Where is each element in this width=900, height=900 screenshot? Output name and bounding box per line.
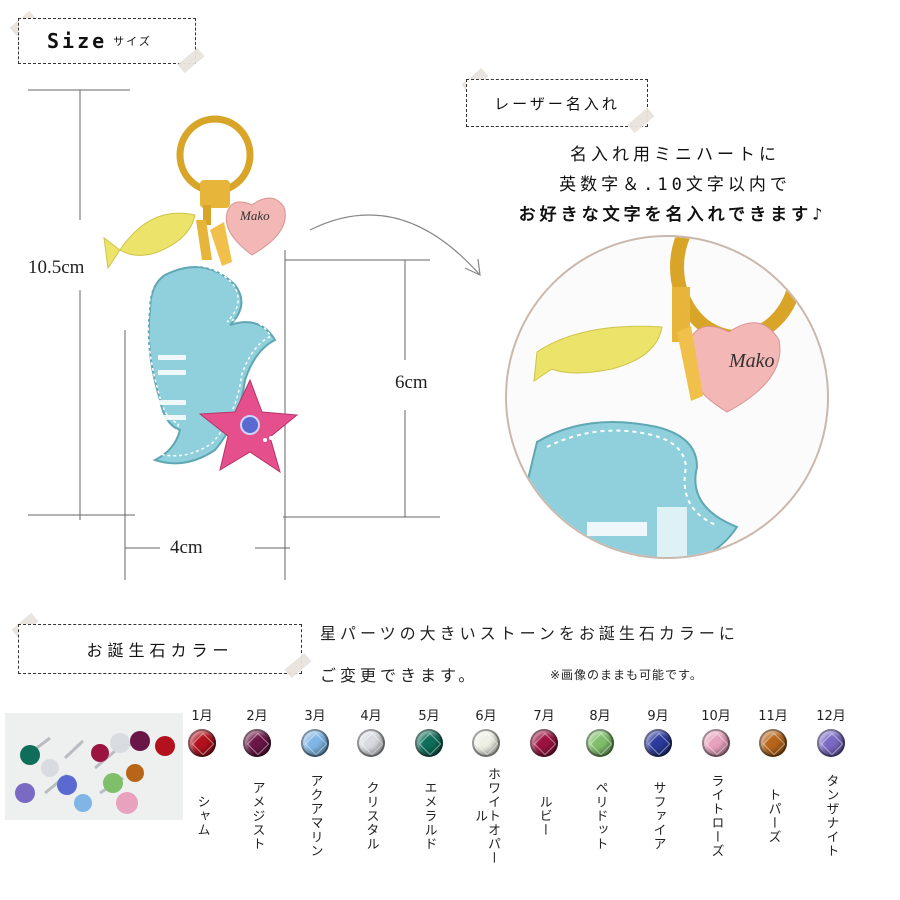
stone-name: ホワイトオパール <box>472 767 500 865</box>
stone-month: 10月 <box>701 709 731 724</box>
zoom-detail-circle: Mako <box>505 235 829 559</box>
arrow-icon <box>309 214 481 277</box>
stone-swatch <box>759 729 787 757</box>
laser-line-2: 英数字＆.10文字以内で <box>559 175 791 195</box>
size-diagram: Mako <box>28 89 440 580</box>
stone-month: 3月 <box>304 709 326 724</box>
fish-charm <box>103 212 196 270</box>
stone-month: 2月 <box>246 709 268 724</box>
stone-name: エメラルド <box>421 781 437 851</box>
stone-name: アメジスト <box>249 781 265 851</box>
stone-name: タンザナイト <box>823 774 839 858</box>
stone-name: ライトローズ <box>708 774 724 858</box>
birthstone-item: 11月 トパーズ <box>745 705 801 871</box>
stone-month: 8月 <box>589 709 611 724</box>
stone-swatch <box>817 729 845 757</box>
birthstone-item: 6月 ホワイトオパール <box>458 705 514 871</box>
birthstone-desc-2: ご変更できます。 <box>320 666 479 685</box>
heart-engraving: Mako <box>239 208 270 223</box>
stone-swatch <box>357 729 385 757</box>
birthstone-desc-1: 星パーツの大きいストーンをお誕生石カラーに <box>320 624 739 643</box>
stone-name: ペリドット <box>592 781 608 851</box>
zoom-heart-engraving: Mako <box>728 350 775 372</box>
birthstone-item: 10月 ライトローズ <box>688 705 744 871</box>
size-title: Size <box>47 29 108 53</box>
stone-sample-photo <box>5 713 183 820</box>
stone-name: トパーズ <box>765 788 781 844</box>
stone-month: 9月 <box>647 709 669 724</box>
heart-charm <box>225 197 286 256</box>
stone-swatch <box>472 729 500 757</box>
birthstone-item: 1月 シャム <box>174 705 230 871</box>
stone-month: 4月 <box>360 709 382 724</box>
laser-line-3: お好きな文字を名入れできます♪ <box>518 205 827 225</box>
stone-swatch <box>301 729 329 757</box>
keyring-illustration <box>176 115 254 266</box>
stone-month: 11月 <box>758 709 788 724</box>
dim-width-label: 4cm <box>170 537 203 558</box>
size-title-box: Size サイズ <box>18 18 196 64</box>
star-stone <box>240 415 260 435</box>
stone-swatch <box>586 729 614 757</box>
stone-month: 1月 <box>191 709 213 724</box>
birthstone-title-box: お誕生石カラー <box>18 624 302 674</box>
stone-month: 12月 <box>816 709 846 724</box>
birthstone-item: 7月 ルビー <box>516 705 572 871</box>
stone-name: クリスタル <box>363 781 379 851</box>
laser-title-box: レーザー名入れ <box>466 79 648 127</box>
birthstone-item: 5月 エメラルド <box>401 705 457 871</box>
stone-swatch <box>415 729 443 757</box>
birthstone-item: 3月 アクアマリン <box>287 705 343 871</box>
stone-swatch <box>644 729 672 757</box>
stone-month: 6月 <box>475 709 497 724</box>
birthstone-item: 12月 タンザナイト <box>803 705 859 871</box>
stone-swatch <box>243 729 271 757</box>
stone-name: サファイア <box>650 781 666 851</box>
stone-swatch <box>702 729 730 757</box>
birthstone-item: 9月 サファイア <box>630 705 686 871</box>
birthstone-item: 8月 ペリドット <box>572 705 628 871</box>
dim-body-label: 6cm <box>395 372 428 393</box>
laser-line-1: 名入れ用ミニハートに <box>570 145 780 165</box>
stone-name: ルビー <box>536 795 552 837</box>
birthstone-note: ※画像のままも可能です。 <box>550 668 703 682</box>
stone-month: 7月 <box>533 709 555 724</box>
birthstone-item: 2月 アメジスト <box>229 705 285 871</box>
dim-height-label: 10.5cm <box>28 257 85 278</box>
stone-name: シャム <box>194 795 210 837</box>
stone-swatch <box>188 729 216 757</box>
birthstone-title: お誕生石カラー <box>86 641 234 660</box>
stone-month: 5月 <box>418 709 440 724</box>
stone-name: アクアマリン <box>307 774 323 858</box>
size-subtitle: サイズ <box>113 35 152 48</box>
birthstone-item: 4月 クリスタル <box>343 705 399 871</box>
stone-swatch <box>530 729 558 757</box>
laser-title: レーザー名入れ <box>494 94 620 113</box>
